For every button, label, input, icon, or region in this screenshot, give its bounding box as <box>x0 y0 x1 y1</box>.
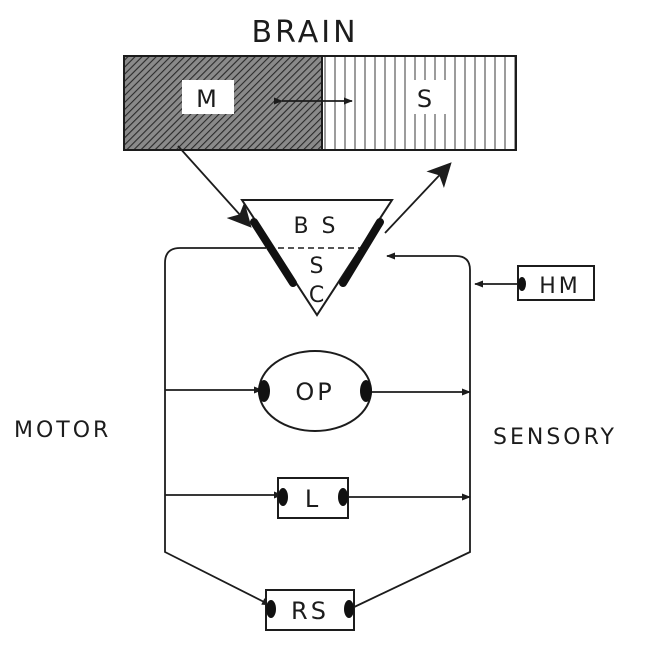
rs-box <box>265 589 355 631</box>
l-box <box>277 477 349 519</box>
descending-motor-arrow <box>177 145 252 228</box>
l-sensory-dot <box>338 488 348 506</box>
brain-motor-label: M <box>196 85 220 113</box>
op-label: OP <box>295 378 334 406</box>
rs-motor-dot <box>266 600 276 618</box>
sensory-label: SENSORY <box>493 425 617 450</box>
hm-label: HM <box>539 274 581 299</box>
rs-sensory-dot <box>344 600 354 618</box>
spinal-cord-c-label: C <box>309 283 327 308</box>
brainstem-label: B S <box>293 214 338 239</box>
ascending-sensory-arrow <box>384 162 452 234</box>
brain-sensory-label-box <box>406 80 446 114</box>
op-sensory-dot <box>360 380 372 402</box>
sensory-afferent-path <box>349 252 471 610</box>
rs-label: RS <box>291 597 329 625</box>
op-motor-dot <box>258 380 270 402</box>
spinal-cord-s-label: S <box>310 254 327 279</box>
sensory-tract-band <box>339 218 384 287</box>
brain-sensory-label: S <box>417 85 435 113</box>
hm-box <box>517 265 595 301</box>
motor-label: MOTOR <box>14 418 111 443</box>
l-label: L <box>305 485 321 513</box>
brain-motor-label-box <box>182 80 234 114</box>
brain-title: BRAIN <box>251 15 358 50</box>
motor-tract-band <box>250 218 297 287</box>
motor-efferent-path <box>164 247 271 606</box>
l-motor-dot <box>278 488 288 506</box>
hm-receptor-dot <box>518 277 526 291</box>
